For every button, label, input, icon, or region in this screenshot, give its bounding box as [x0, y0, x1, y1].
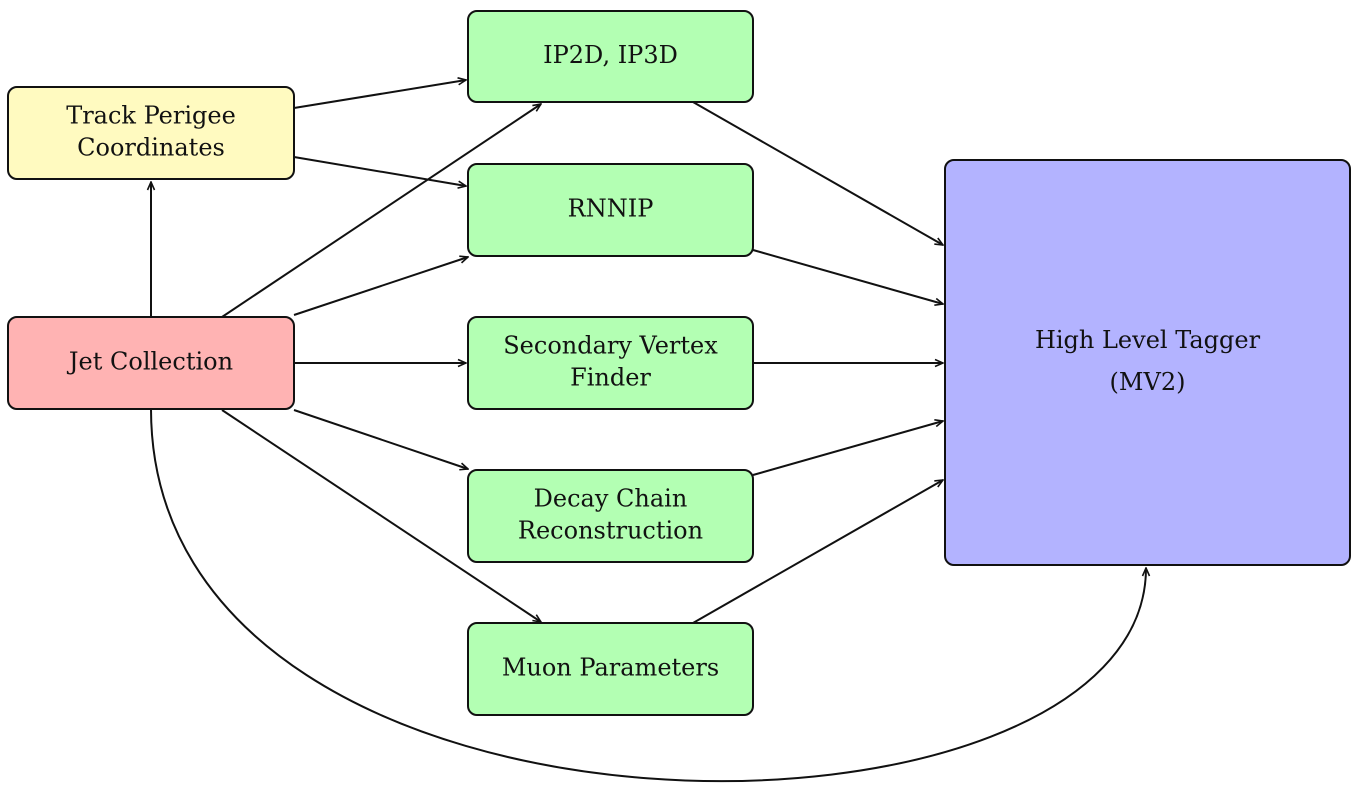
node-label-rnnip-line-1: RNNIP	[568, 195, 654, 223]
arrow-muon-parameters-to-high-level-tagger	[692, 480, 943, 624]
arrow-jet-collection-to-decay-chain	[293, 409, 468, 469]
node-box-track-perigee	[7, 86, 295, 180]
node-label-track-perigee-line-1: Track Perigee	[66, 102, 236, 130]
node-label-high-level-tagger-line-2: (MV2)	[1110, 368, 1186, 396]
edges-layer	[150, 80, 1146, 782]
node-muon-parameters: Muon Parameters	[467, 622, 754, 716]
arrow-decay-chain-to-high-level-tagger	[752, 421, 943, 476]
arrow-jet-collection-to-rnnip	[293, 257, 468, 316]
node-label-secondary-vertex-line-1: Secondary Vertex	[503, 332, 718, 360]
arrow-jet-collection-to-ip2d-ip3d	[221, 104, 541, 318]
node-rnnip: RNNIP	[467, 163, 754, 257]
node-box-decay-chain	[467, 469, 754, 563]
node-label-jet-collection-line-1: Jet Collection	[66, 348, 233, 376]
node-label-secondary-vertex-line-2: Finder	[570, 364, 651, 392]
node-label-muon-parameters-line-1: Muon Parameters	[502, 654, 719, 682]
arrow-track-perigee-to-rnnip	[293, 156, 466, 186]
node-high-level-tagger: High Level Tagger (MV2)	[944, 159, 1351, 566]
arrow-rnnip-to-high-level-tagger	[752, 249, 943, 304]
node-label-track-perigee-line-2: Coordinates	[77, 134, 225, 162]
node-ip2d-ip3d: IP2D, IP3D	[467, 10, 754, 103]
arrow-jet-collection-to-high-level-tagger	[150, 408, 1146, 782]
arrow-ip2d-ip3d-to-high-level-tagger	[692, 101, 943, 245]
arrow-track-perigee-to-ip2d-ip3d	[293, 80, 466, 109]
node-label-decay-chain-line-1: Decay Chain	[534, 485, 688, 513]
node-box-secondary-vertex	[467, 316, 754, 410]
arrow-jet-collection-to-muon-parameters	[221, 409, 541, 622]
node-box-high-level-tagger	[944, 159, 1351, 566]
node-box-muon-parameters	[467, 622, 754, 716]
node-label-ip2d-ip3d-line-1: IP2D, IP3D	[543, 41, 678, 69]
node-label-decay-chain-line-2: Reconstruction	[518, 517, 703, 545]
node-jet-collection: Jet Collection	[7, 316, 295, 410]
node-box-ip2d-ip3d	[467, 10, 754, 103]
node-box-jet-collection	[7, 316, 295, 410]
node-box-rnnip	[467, 163, 754, 257]
node-label-high-level-tagger-line-1: High Level Tagger	[1035, 326, 1261, 354]
